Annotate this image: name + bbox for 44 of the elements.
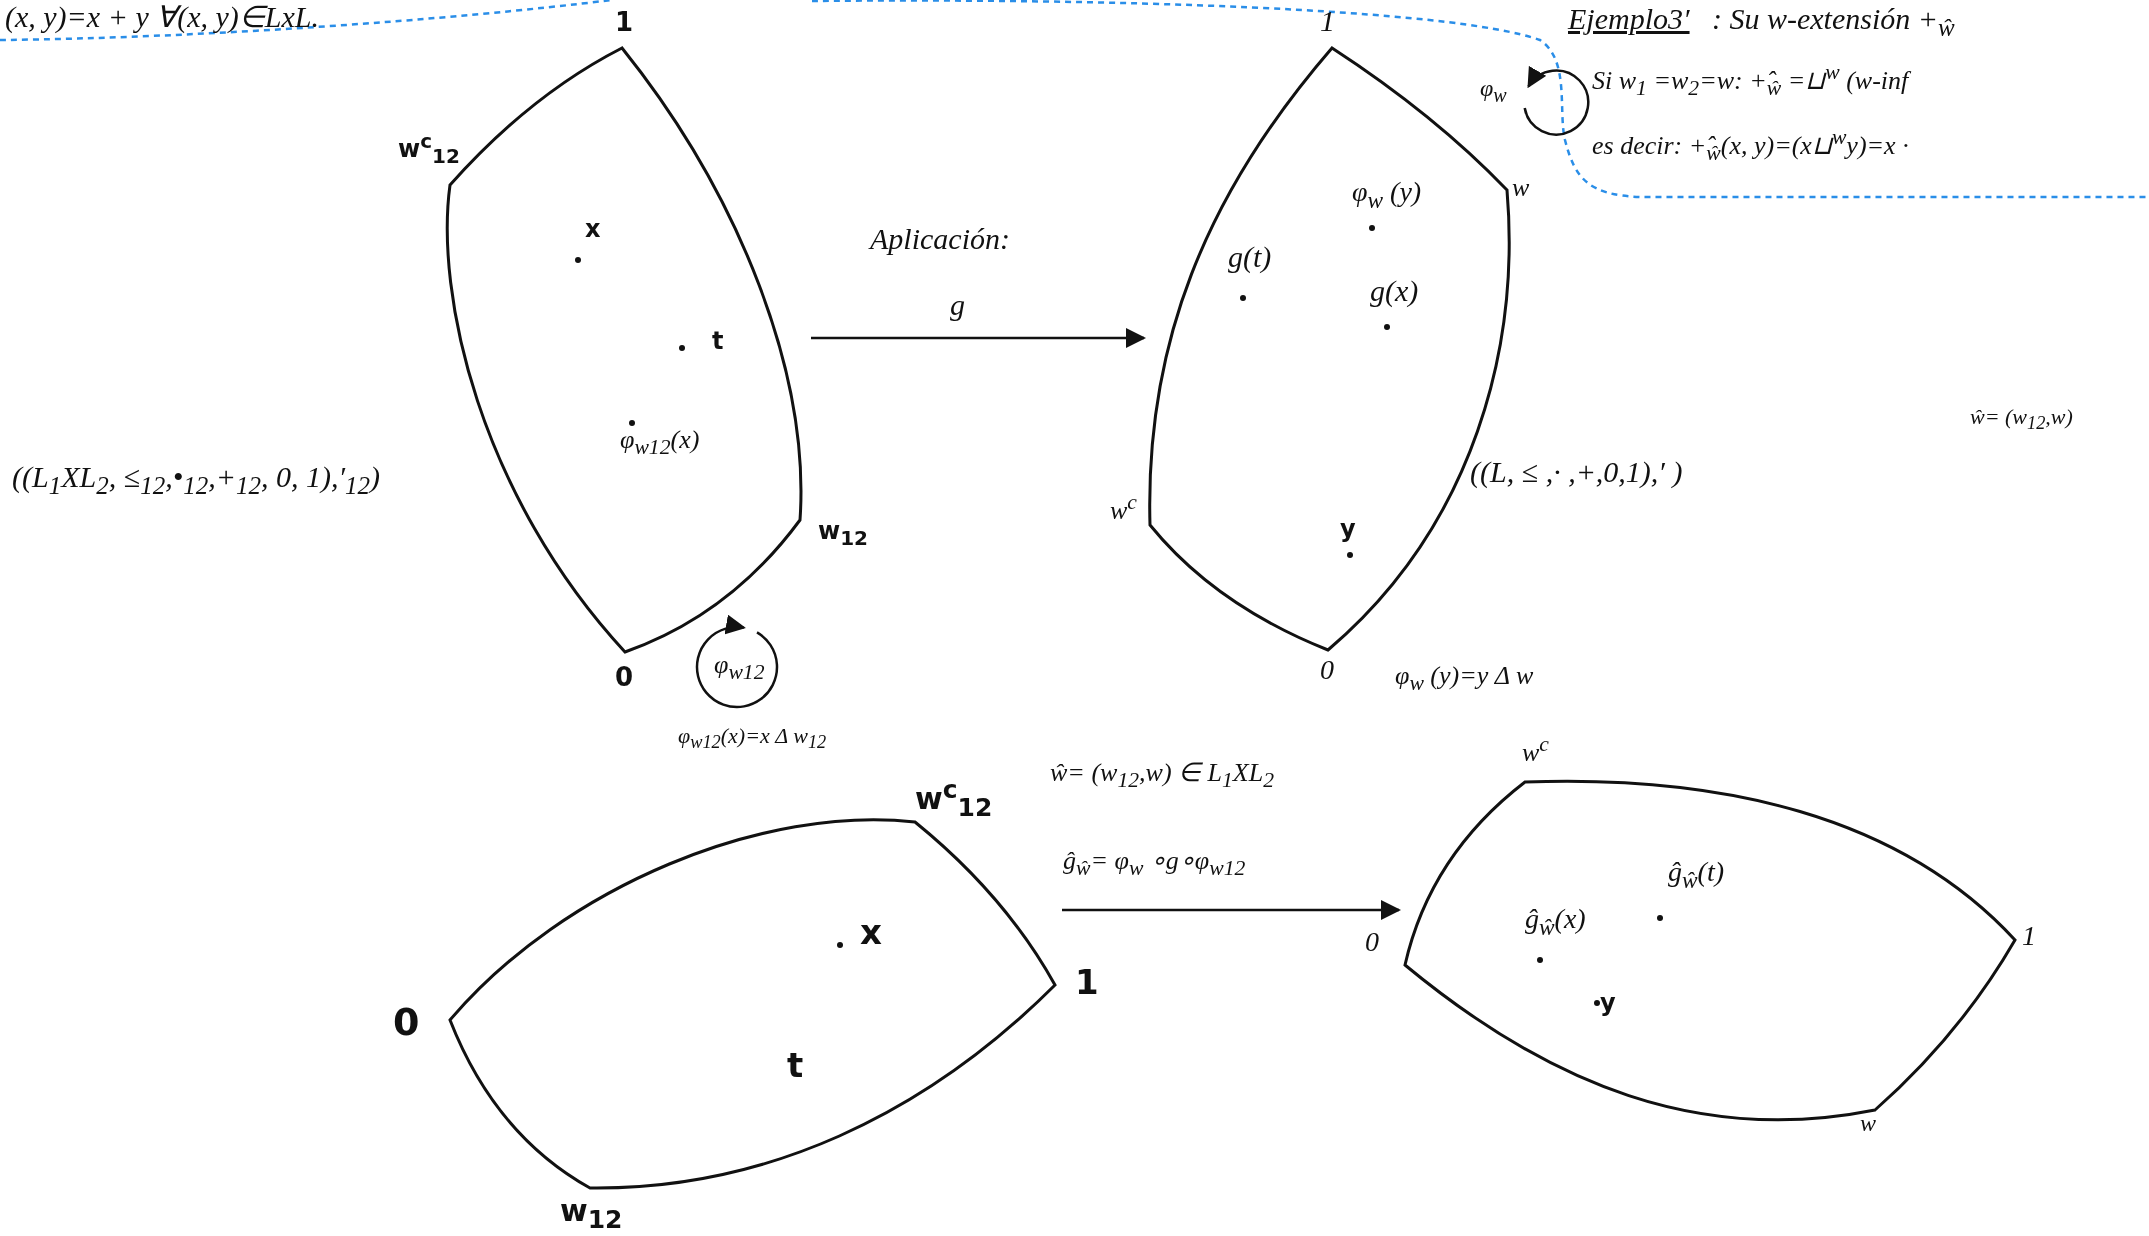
edge-label: φ$_{w12}$ xyxy=(714,650,765,686)
point-label: t xyxy=(787,1046,804,1086)
arrow xyxy=(811,328,1146,348)
vertex-label: 0 xyxy=(1320,654,1334,687)
point-label: ĝ$_{ŵ}$(x) xyxy=(1525,903,1586,941)
point-label: ĝ$_{ŵ}$(t) xyxy=(1668,856,1724,894)
vertex-label: 1 xyxy=(1075,963,1099,1003)
point-label: x xyxy=(860,913,882,953)
point-label: φ$_{w12}$(x) xyxy=(620,425,700,461)
vertex-label: 0 xyxy=(1365,926,1379,959)
formula-text: es decir: +̂$_{ŵ}$(x, y)=(x⊔$^{w}$y)=x · xyxy=(1592,125,1909,166)
formula-text: φ$_{w}$ (y)=y Δ w xyxy=(1395,661,1534,697)
point-label: g(x) xyxy=(1370,274,1419,309)
vertex-label: 1 xyxy=(1320,4,1335,39)
formula-text: ŵ= (w$_{12}$,w) xyxy=(1970,404,2073,435)
vertex-label: w xyxy=(1860,1110,1876,1138)
formula-text: (x, y)=x + y ∀(x, y)∈LxL. xyxy=(5,0,320,35)
arrow xyxy=(695,615,779,709)
vertex-label: w$^{c}$ xyxy=(1110,490,1137,526)
structure-label: ((L, ≤ ,· ,+,0,1),′ ) xyxy=(1470,455,1683,490)
point-label: y xyxy=(1340,516,1356,544)
vertex-label: w$^{c}$ xyxy=(1522,732,1549,768)
vertex-label: 1 xyxy=(2022,920,2036,953)
vertex-label: w$_{12}$ xyxy=(560,1194,623,1235)
point-label: t xyxy=(712,328,724,356)
vertex-label: w$_{12}$ xyxy=(818,518,868,550)
formula-text: : Su w-extensión +$_{ŵ}$ xyxy=(1712,2,1955,43)
map-heading: Aplicación: xyxy=(870,222,1010,257)
formula-text: Si w$_{1}$ =w$_{2}$=w: +̂$_{ŵ}$ =⊔$^{w}$ (w-inf xyxy=(1592,60,1909,101)
point-label: x xyxy=(585,216,601,244)
formula-text: φ$_{w12}$(x)=x Δ w$_{12}$ xyxy=(678,723,827,754)
point-label: y xyxy=(1600,990,1616,1018)
point-label: φ$_{w}$ (y) xyxy=(1352,176,1422,214)
vertex-label: 1 xyxy=(615,8,634,38)
vertex-label: 0 xyxy=(615,663,634,693)
arrow xyxy=(1062,900,1401,920)
point-label: g(t) xyxy=(1228,240,1272,275)
formula-text: ŵ= (w$_{12}$,w) ∈ L$_{1}$XL$_{2}$ xyxy=(1050,758,1274,794)
vertex-label: 0 xyxy=(393,1001,420,1045)
structure-label: ((L$_{1}$XL$_{2}$, ≤$_{12}$,•$_{12}$,+$_{12}$, 0, 1),′$_{12}$) xyxy=(12,460,380,501)
example-heading: Ejemplo3′ xyxy=(1568,2,1690,37)
arrow xyxy=(1523,65,1590,136)
vertex-label: w xyxy=(1512,173,1530,203)
edge-label: φ$_{w}$ xyxy=(1480,75,1507,107)
